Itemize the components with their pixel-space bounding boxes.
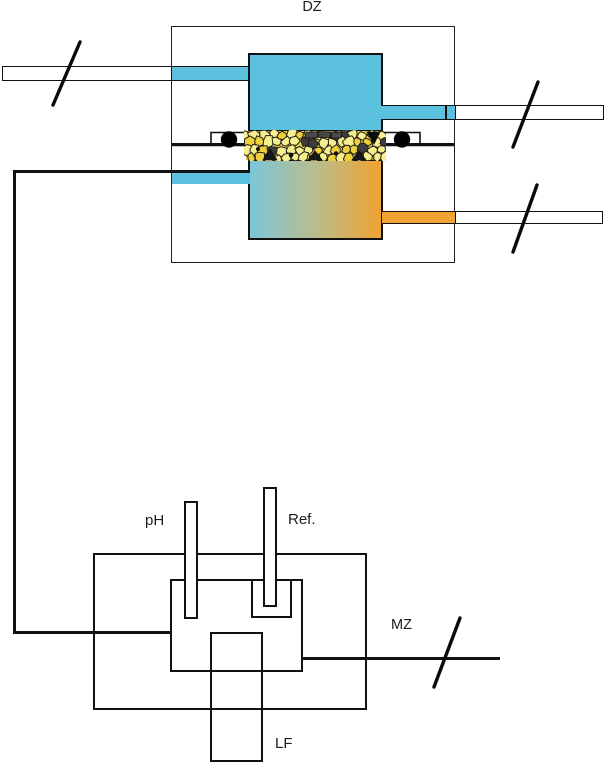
outlet-tube-upper-right	[455, 105, 604, 120]
ref-electrode	[263, 487, 277, 607]
inlet-line-lower-left	[13, 170, 250, 173]
inlet-tube-upper-left-fluid	[172, 66, 249, 81]
measuring-cell-inner	[170, 579, 303, 672]
break-mark-mz	[432, 616, 462, 689]
outlet-tube-lower-right-fluid	[382, 211, 455, 224]
ref-electrode-well	[251, 579, 292, 618]
ph-electrode	[184, 501, 198, 619]
tube-divider	[445, 106, 447, 119]
lf-tube	[210, 632, 263, 762]
dz-label: DZ	[302, 0, 322, 15]
lf-label: LF	[275, 735, 293, 752]
upper-chamber	[248, 53, 383, 132]
outlet-tube-upper-right-fluid	[381, 105, 455, 120]
ref-label: Ref.	[288, 511, 316, 528]
connecting-pipe-vertical	[13, 170, 16, 634]
ph-label: pH	[145, 512, 165, 529]
lower-chamber	[248, 159, 383, 240]
inlet-tube-upper-left	[2, 66, 172, 81]
inlet-tube-lower-left-fluid	[172, 173, 250, 184]
connecting-pipe-horizontal	[13, 631, 172, 634]
outlet-tube-lower-right	[455, 211, 603, 224]
mz-label: MZ	[391, 617, 412, 633]
dz-cell-body	[171, 26, 455, 263]
measuring-cell-outer	[93, 553, 367, 710]
mz-outlet-line	[303, 657, 500, 660]
